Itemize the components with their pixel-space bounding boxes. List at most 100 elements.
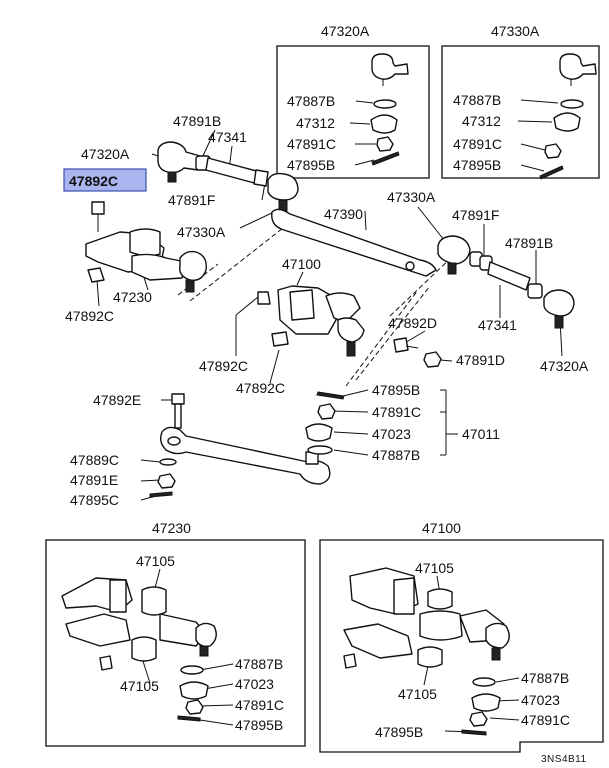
idler-arm-kit-box [45, 539, 306, 747]
label-47892d: 47892D [388, 315, 437, 331]
bolt-47892d [393, 337, 409, 353]
nut-47891c-m [317, 403, 336, 420]
label-47891b-right: 47891B [505, 235, 553, 251]
label-47320a-left: 47320A [81, 146, 130, 162]
label-47330a-top: 47330A [491, 23, 540, 39]
boot-47023-b1 [179, 681, 209, 700]
left-tie-rod-assembly [157, 141, 299, 213]
label-47023-b1: 47023 [235, 676, 274, 692]
label-47895b-b1: 47895B [235, 717, 283, 733]
label-47023-b2: 47023 [521, 692, 560, 708]
label-47312-1: 47312 [296, 115, 335, 131]
label-47105-4: 47105 [398, 686, 437, 702]
highlighted-part-label: 47892C [69, 173, 118, 189]
right-tie-rod-assembly [437, 235, 575, 329]
nut-47891c-b2 [469, 711, 488, 727]
pitman-arm-kit-box [319, 539, 604, 753]
pin-47895c [149, 491, 173, 498]
boot-47312-a [370, 114, 398, 134]
diagram-code: 3NS4B11 [541, 754, 587, 765]
tie-rod-end-left-part [371, 53, 409, 86]
label-47390: 47390 [324, 206, 363, 222]
boot-47023-b2 [471, 693, 501, 712]
label-47895c: 47895C [70, 492, 119, 508]
label-47891c-b1: 47891C [235, 697, 284, 713]
nut-47891d [423, 351, 442, 368]
label-47892c-mid-2: 47892C [236, 380, 285, 396]
label-47895b-b2: 47895B [375, 724, 423, 740]
label-47330a-left: 47330A [177, 224, 226, 240]
label-47887b-mid: 47887B [372, 447, 420, 463]
pin-47895b-b1 [177, 715, 201, 722]
label-47889c: 47889C [70, 452, 119, 468]
pitman-arm-47100-assembly [257, 285, 365, 357]
pin-47895b-b [539, 165, 564, 180]
label-47105-1: 47105 [136, 553, 175, 569]
label-47105-3: 47105 [415, 560, 454, 576]
label-47887b-b2: 47887B [521, 670, 569, 686]
label-47891e: 47891E [70, 472, 118, 488]
label-47887b-b1: 47887B [235, 656, 283, 672]
part-labels: 47320A 47330A 47887B 47312 47891C 47895B… [65, 23, 589, 740]
idler-arm-47230-assembly [85, 201, 207, 293]
bolt-47892d-shank [405, 345, 419, 349]
label-47230-left: 47230 [113, 289, 152, 305]
label-47895b-1: 47895B [287, 157, 335, 173]
nut-47891c-b [544, 143, 562, 159]
label-47320a-top: 47320A [321, 23, 370, 39]
dust-boot-47887b-m [307, 445, 333, 455]
label-47892c-mid-1: 47892C [199, 358, 248, 374]
label-47891c-2: 47891C [453, 136, 502, 152]
tie-rod-end-left-kit-box [276, 45, 430, 179]
label-47341-right: 47341 [478, 317, 517, 333]
label-47892c-left: 47892C [65, 308, 114, 324]
highlighted-part-box [63, 168, 147, 192]
boot-47312-b [553, 112, 581, 132]
nut-47891c-a [376, 136, 394, 152]
label-47895b-mid: 47895B [372, 382, 420, 398]
label-47105-2: 47105 [120, 678, 159, 694]
label-47887b-2: 47887B [453, 92, 501, 108]
dust-boot-47887b-b1 [180, 665, 204, 675]
label-47887b-1: 47887B [287, 93, 335, 109]
idler-arm-47105 [131, 586, 217, 662]
label-47330a-mid: 47330A [387, 189, 436, 205]
tie-rod-end-right-part [559, 53, 597, 86]
label-47892e: 47892E [93, 392, 141, 408]
tie-rod-end-right-kit-box [441, 45, 600, 179]
washer-47889c [159, 458, 177, 466]
label-47320a-right: 47320A [540, 358, 589, 374]
pin-47895b-a [371, 151, 400, 166]
nut-47891c-b1 [185, 699, 204, 715]
label-47100-bottom: 47100 [422, 520, 461, 536]
pin-47895b-b2 [461, 729, 487, 736]
drag-link-47011 [159, 426, 331, 485]
label-47891d: 47891D [456, 352, 505, 368]
relay-rod-hole [405, 261, 415, 271]
label-47891f-left: 47891F [168, 192, 215, 208]
leader-lines [96, 99, 563, 733]
boot-47023-m [305, 423, 333, 442]
nut-47891e [157, 473, 176, 489]
dust-boot-47887b-a [373, 99, 397, 109]
label-47891c-mid: 47891C [372, 404, 421, 420]
label-47011: 47011 [462, 426, 500, 442]
pin-47895b-m [316, 391, 345, 400]
idler-bracket-47230 [61, 577, 133, 671]
label-47895b-2: 47895B [453, 157, 501, 173]
label-47891c-b2: 47891C [521, 712, 570, 728]
bolt-47892e [171, 393, 185, 429]
label-47100-mid: 47100 [282, 256, 321, 272]
label-47023-mid: 47023 [372, 426, 411, 442]
label-47891b-left: 47891B [173, 113, 221, 129]
label-47891f-right: 47891F [452, 207, 499, 223]
label-47341-left: 47341 [208, 129, 247, 145]
dust-boot-47887b-b [560, 99, 584, 109]
dust-boot-47887b-b2 [472, 677, 496, 687]
label-47312-2: 47312 [462, 113, 501, 129]
pitman-arm-47105 [417, 588, 510, 668]
label-47230-bottom: 47230 [152, 520, 191, 536]
label-47891c-1: 47891C [287, 136, 336, 152]
relay-rod-47390 [271, 208, 437, 277]
